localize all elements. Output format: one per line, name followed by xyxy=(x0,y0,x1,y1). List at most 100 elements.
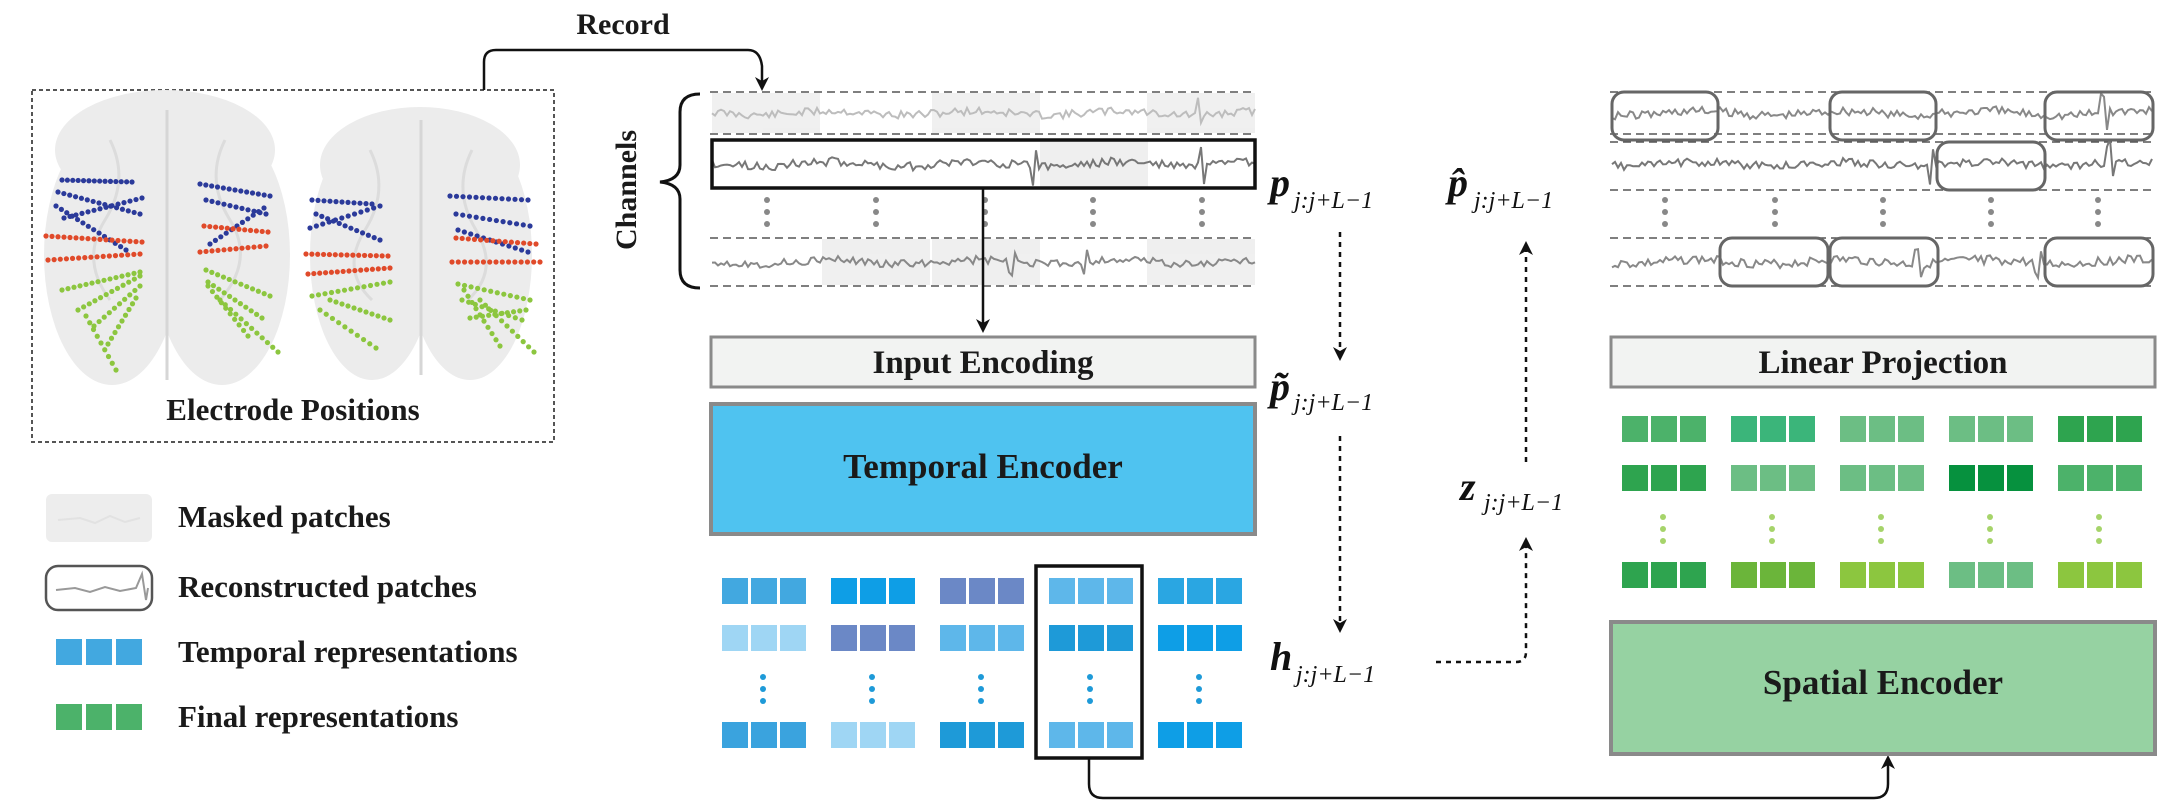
electrode-dot xyxy=(367,282,374,289)
electrode-dot xyxy=(514,240,521,246)
linear-projection-box: Linear Projection xyxy=(1609,335,2157,389)
temporal-rep-cell xyxy=(1107,722,1133,748)
electrode-dot xyxy=(473,214,479,220)
legend-label-masked: Masked patches xyxy=(178,499,391,534)
ellipsis-dot xyxy=(1772,197,1778,203)
electrode-dot xyxy=(359,230,366,236)
electrode-dot xyxy=(71,284,77,290)
ellipsis-dot xyxy=(1662,221,1668,227)
electrode-dot xyxy=(243,321,249,327)
electrode-dot xyxy=(61,234,67,240)
ellipsis-dot xyxy=(1880,221,1886,227)
legend-item-final: Final representations xyxy=(56,699,458,734)
electrode-dot xyxy=(108,335,115,341)
temporal-rep-cell xyxy=(889,722,915,748)
electrode-dot xyxy=(465,236,471,242)
electrode-dot xyxy=(233,204,239,210)
electrode-dot xyxy=(505,259,512,265)
electrode-dot xyxy=(264,339,271,346)
electrode-dot xyxy=(102,178,108,184)
electrode-positions-label: Electrode Positions xyxy=(166,392,419,427)
electrode-dot xyxy=(520,222,526,228)
temporal-rep-cell xyxy=(1158,578,1184,604)
electrode-dot xyxy=(504,310,510,316)
electrode-dot xyxy=(137,211,143,217)
electrode-dot xyxy=(461,259,468,265)
math-p-sub: j:j+L−1 xyxy=(1291,188,1373,214)
electrode-dot xyxy=(360,336,367,343)
selected-channel-frame xyxy=(710,138,1257,190)
electrode-dot xyxy=(73,212,79,218)
electrode-dot xyxy=(49,233,55,239)
temporal-rep-cell xyxy=(831,625,857,651)
electrode-dot xyxy=(51,257,57,263)
electrode-dot xyxy=(205,283,211,289)
arrow-h-to-z xyxy=(1436,537,1533,664)
math-z-base: z xyxy=(1458,464,1476,509)
electrode-dot xyxy=(537,259,543,265)
electrode-dot xyxy=(84,197,90,203)
electrode-dot xyxy=(82,255,88,261)
electrode-dot xyxy=(531,349,537,355)
electrode-dot xyxy=(214,184,221,190)
final-rep-cell xyxy=(2116,562,2142,588)
electrode-dot xyxy=(218,225,225,231)
channel-ellipsis xyxy=(764,197,1205,227)
electrode-dot xyxy=(139,195,145,201)
electrode-dot xyxy=(527,223,533,229)
final-rep-cell xyxy=(1869,465,1895,491)
electrode-dot xyxy=(109,203,115,209)
final-rep-cell xyxy=(1680,416,1706,442)
final-rep-ellipsis-dot xyxy=(1878,526,1884,532)
electrode-dot xyxy=(374,281,380,287)
final-rep-cell xyxy=(1949,562,1975,588)
final-rep-cell xyxy=(2087,562,2113,588)
electrode-dot xyxy=(514,294,520,300)
electrode-dot xyxy=(106,310,112,316)
electrode-dot xyxy=(531,259,537,265)
electrode-dot xyxy=(477,312,483,318)
temporal-rep-ellipsis-dot xyxy=(1087,674,1093,680)
electrode-dot xyxy=(137,251,143,257)
electrode-dot xyxy=(477,297,483,303)
electrode-dot xyxy=(373,345,379,351)
final-rep-cell xyxy=(1622,465,1648,491)
final-rep-cell xyxy=(2007,416,2033,442)
electrode-dot xyxy=(387,265,393,271)
final-rep-cell xyxy=(1680,465,1706,491)
temporal-rep-ellipsis-dot xyxy=(869,674,875,680)
electrode-dot xyxy=(480,259,487,265)
electrode-dot xyxy=(305,271,311,277)
electrode-dot xyxy=(259,228,265,235)
electrode-dot xyxy=(57,256,63,262)
electrode-dot xyxy=(309,197,315,203)
electrode-dot xyxy=(109,237,115,243)
electrode-dot xyxy=(220,185,226,191)
electrode-dot xyxy=(254,311,260,317)
temporal-rep-icon xyxy=(56,639,142,665)
final-rep-ellipsis-dot xyxy=(1987,514,1993,520)
temporal-rep-cell xyxy=(1158,722,1184,748)
input-signals: Channels xyxy=(610,91,1257,333)
electrode-dot xyxy=(203,182,209,188)
electrode-dot xyxy=(120,282,126,288)
math-h-base: h xyxy=(1270,634,1292,679)
final-rep-ellipsis-dot xyxy=(1660,526,1666,532)
electrode-dot xyxy=(320,221,326,227)
final-rep-ellipsis-dot xyxy=(1660,514,1666,520)
temporal-rep-cell xyxy=(1187,722,1213,748)
electrode-dot xyxy=(332,217,339,223)
temporal-rep-cell xyxy=(940,722,966,748)
electrode-dot xyxy=(256,209,262,215)
temporal-rep-cell xyxy=(940,578,966,604)
electrode-dot xyxy=(473,194,479,200)
electrode-dot xyxy=(119,206,126,212)
electrode-dot xyxy=(83,313,89,319)
electrode-dot xyxy=(80,178,87,184)
electrode-dot xyxy=(520,295,527,302)
electrode-dot xyxy=(508,239,514,245)
electrode-dot xyxy=(482,302,488,308)
electrode-dot xyxy=(344,252,350,258)
electrode-dot xyxy=(335,288,341,294)
electrode-dot xyxy=(506,243,512,249)
